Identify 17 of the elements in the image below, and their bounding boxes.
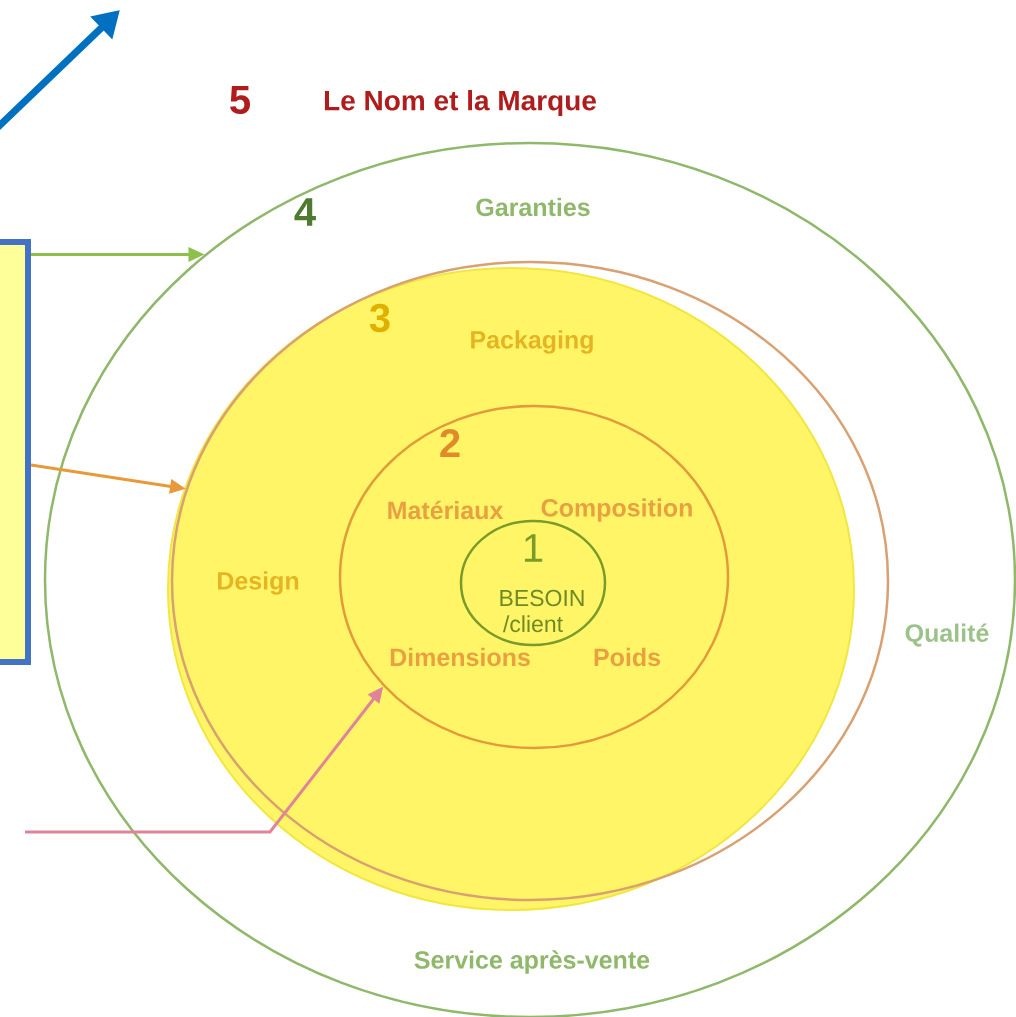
ring-number: 3 [369,303,390,333]
heading: Le Nom et la Marque [324,89,596,117]
ring-number: 2 [440,429,460,457]
ring-number: 4 [294,198,316,226]
ring-label: Service après-vente [414,950,650,974]
ring-label: Qualité [905,623,989,647]
heading-number: 5 [230,86,250,114]
ring-label: Garanties [476,197,590,217]
ring-label: Packaging [471,330,593,354]
ring-label: Design [218,571,299,595]
ring-label: Composition [541,498,692,522]
empty-box [0,239,31,665]
centre-label: BESOIN /client [500,589,584,633]
ring-label: Poids [594,647,660,667]
ring-label: Dimensions [390,647,530,667]
ring-label: Matériaux [388,500,504,520]
ring-number: 1 [524,534,543,562]
